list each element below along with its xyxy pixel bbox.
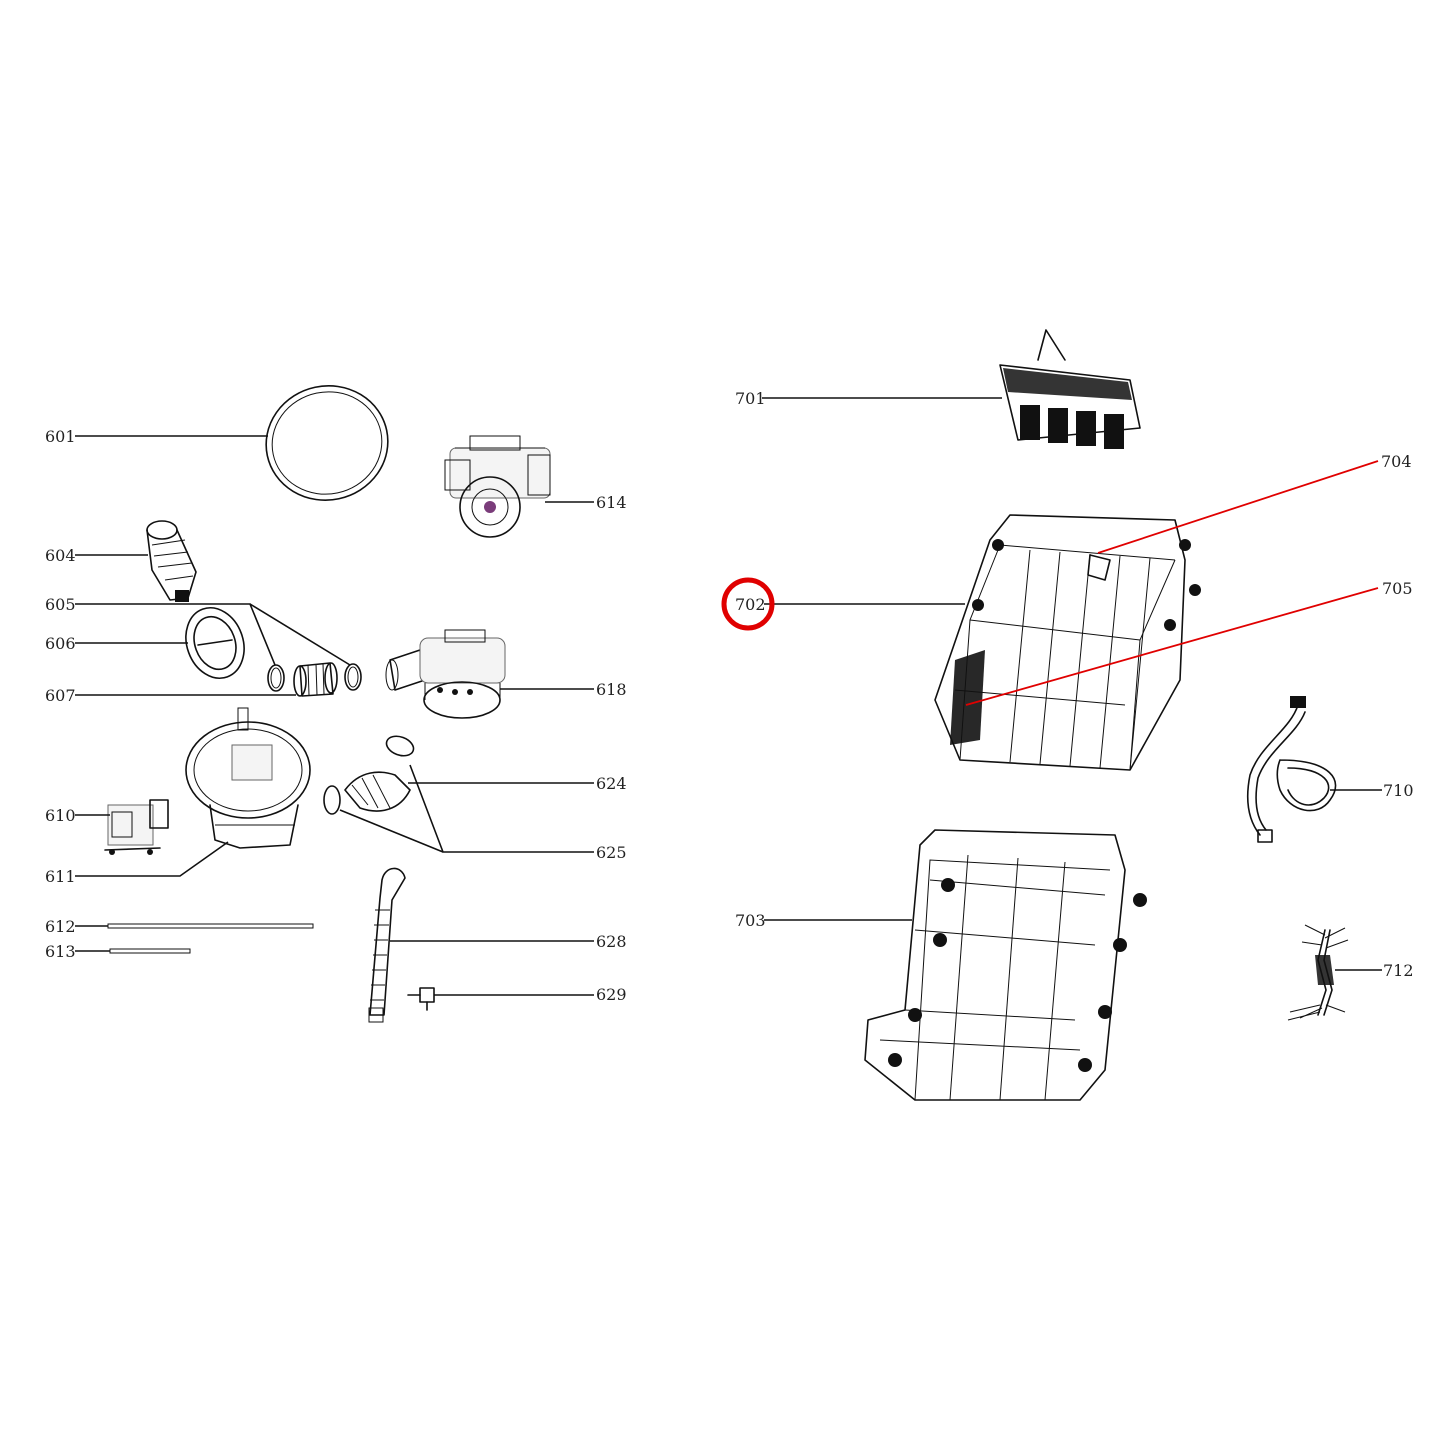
- part-601-gasket-ring[interactable]: [255, 375, 398, 512]
- label-710[interactable]: 710: [1383, 781, 1414, 800]
- part-628-drain-hose[interactable]: [368, 867, 406, 1023]
- part-703-lower-basket[interactable]: [864, 829, 1147, 1101]
- part-613-rod[interactable]: [109, 948, 191, 954]
- leader-605-branch: [249, 603, 351, 666]
- label-703[interactable]: 703: [735, 911, 766, 930]
- label-704[interactable]: 704: [1381, 452, 1412, 471]
- part-614-circulation-pump[interactable]: [444, 435, 551, 538]
- part-611-sump[interactable]: [185, 707, 311, 849]
- part-612-rod[interactable]: [107, 923, 314, 929]
- label-604[interactable]: 604: [45, 546, 76, 565]
- highlight-circle-702: [721, 577, 775, 631]
- part-610-drain-pump[interactable]: [104, 799, 169, 855]
- label-612[interactable]: 612: [45, 917, 76, 936]
- label-702[interactable]: 702: [735, 595, 766, 614]
- label-614[interactable]: 614: [596, 493, 627, 512]
- label-712[interactable]: 712: [1383, 961, 1414, 980]
- label-611[interactable]: 611: [45, 867, 76, 886]
- label-613[interactable]: 613: [45, 942, 76, 961]
- part-607-hose-connector[interactable]: [293, 662, 338, 697]
- label-701[interactable]: 701: [735, 389, 766, 408]
- part-712-wiring-harness[interactable]: [1287, 924, 1349, 1021]
- part-605-clamp-left[interactable]: [267, 664, 285, 692]
- leader-611: [75, 841, 229, 877]
- label-705[interactable]: 705: [1382, 579, 1413, 598]
- leader-704: [1097, 460, 1379, 554]
- leader-625-branch: [339, 809, 444, 853]
- leader-605: [75, 603, 276, 666]
- label-610[interactable]: 610: [45, 806, 76, 825]
- part-606-seal[interactable]: [176, 600, 253, 687]
- leader-625: [409, 764, 594, 853]
- part-702-upper-basket[interactable]: [934, 514, 1201, 771]
- label-605[interactable]: 605: [45, 595, 76, 614]
- label-625[interactable]: 625: [596, 843, 627, 862]
- label-624[interactable]: 624: [596, 774, 627, 793]
- part-701-cutlery-basket[interactable]: [999, 329, 1141, 449]
- label-628[interactable]: 628: [596, 932, 627, 951]
- part-604-filter[interactable]: [146, 520, 197, 602]
- label-606[interactable]: 606: [45, 634, 76, 653]
- part-605-clamp-right[interactable]: [344, 663, 362, 691]
- part-710-inlet-hose[interactable]: [1246, 696, 1337, 843]
- part-629-valve[interactable]: [407, 987, 435, 1011]
- leader-705: [965, 587, 1379, 706]
- label-618[interactable]: 618: [596, 680, 627, 699]
- part-624-sump-hose[interactable]: [323, 733, 416, 815]
- label-601[interactable]: 601: [45, 427, 76, 446]
- label-629[interactable]: 629: [596, 985, 627, 1004]
- part-618-heater-pump[interactable]: [385, 629, 506, 719]
- label-607[interactable]: 607: [45, 686, 76, 705]
